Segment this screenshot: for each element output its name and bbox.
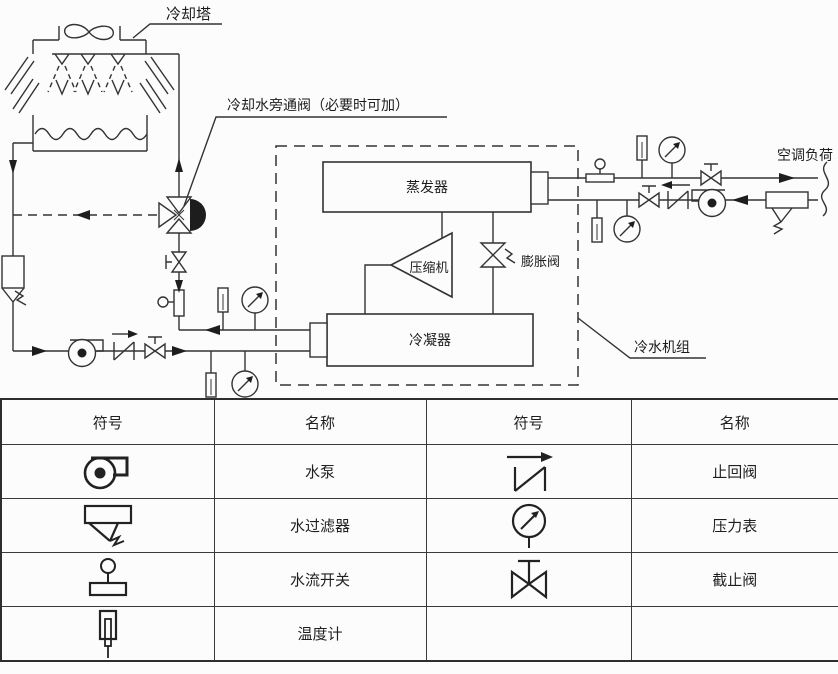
- legend-header-name-right: 名称: [630, 398, 838, 445]
- legend-symbol-cell: [0, 552, 215, 607]
- legend-symbol-cell-empty: [425, 606, 632, 662]
- water-pump-icon: [83, 456, 129, 489]
- legend-name-cell: 截止阀: [630, 552, 838, 607]
- stop-valve-icon: [144, 336, 166, 360]
- flow-arrows: [9, 158, 795, 356]
- water-filter-icon: [1, 255, 27, 306]
- legend-header-row: 符号 名称 符号 名称: [0, 398, 838, 445]
- legend-symbol-cell: [0, 606, 215, 662]
- legend-table: 符号 名称 符号 名称 水泵 止回阀: [0, 398, 838, 662]
- legend-name-cell: 止回阀: [630, 444, 838, 499]
- check-valve-icon: [661, 181, 690, 210]
- expansion-valve-icon: [479, 212, 516, 314]
- chiller-unit-leader: [577, 317, 706, 359]
- cooling-tower-label: 冷却塔: [166, 6, 211, 23]
- stop-valve-icon: [165, 251, 188, 273]
- chiller-unit-label: 冷水机组: [634, 339, 690, 355]
- legend-symbol-cell: [425, 552, 632, 607]
- cooling-tower: [4, 23, 179, 152]
- legend-row-filter-gauge: 水过滤器 压力表: [0, 498, 838, 553]
- bypass-valve-leader: [183, 116, 447, 207]
- evaporator-label: 蒸发器: [406, 179, 448, 195]
- thermometer-icon: [217, 287, 229, 330]
- legend-symbol-cell: [0, 444, 215, 499]
- condenser-label: 冷凝器: [409, 332, 451, 348]
- legend-name-cell: 水流开关: [213, 552, 427, 607]
- stop-valve-icon: [700, 163, 722, 187]
- tower-louvers: [4, 56, 175, 114]
- thermometer-icon: [636, 135, 648, 178]
- thermometer-icon: [205, 351, 217, 398]
- pressure-gauge-icon: [658, 136, 686, 178]
- valve-actuator: [190, 199, 206, 231]
- legend-symbol-cell: [425, 444, 632, 499]
- legend-header-symbol-right: 符号: [425, 398, 632, 445]
- flow-switch-icon: [585, 158, 615, 183]
- legend-header-name-left: 名称: [213, 398, 427, 445]
- compressor-label: 压缩机: [409, 260, 448, 275]
- pressure-gauge-icon: [511, 503, 546, 548]
- compressor-icon: [364, 212, 453, 314]
- check-valve-icon: [506, 451, 553, 492]
- chiller-unit-boundary: [275, 145, 579, 386]
- thermometer-icon: [591, 200, 603, 243]
- legend-name-cell: 温度计: [213, 606, 427, 662]
- stop-valve-icon: [638, 185, 660, 209]
- three-way-valve-icon: [158, 196, 206, 234]
- spray-nozzles: [47, 53, 133, 96]
- evaporator-box: [322, 161, 549, 213]
- pressure-gauge-icon: [613, 200, 641, 243]
- pressure-gauge-icon: [231, 351, 259, 398]
- pipe-break-symbol: [820, 161, 830, 217]
- water-filter-icon: [83, 504, 132, 547]
- pressure-gauge-icon: [241, 286, 269, 330]
- legend-symbol-cell: [425, 498, 632, 553]
- legend-row-thermometer: 温度计: [0, 606, 838, 662]
- water-pump-icon: [691, 188, 727, 218]
- legend-name-cell: 压力表: [630, 498, 838, 553]
- legend-symbol-cell: [0, 498, 215, 553]
- legend-row-pump-checkvalve: 水泵 止回阀: [0, 444, 838, 499]
- thermometer-icon: [98, 609, 117, 658]
- water-filter-icon: [765, 191, 809, 235]
- flow-switch-icon: [88, 557, 127, 596]
- water-pump-icon: [67, 338, 104, 368]
- water-surface: [34, 127, 148, 141]
- stop-valve-icon: [510, 559, 547, 599]
- bypass-valve-label: 冷却水旁通阀（必要时可加）: [227, 97, 409, 113]
- legend-name-cell: 水泵: [213, 444, 427, 499]
- fan-icon: [64, 23, 114, 41]
- condenser-box: [309, 313, 534, 367]
- flow-switch-icon: [157, 289, 185, 317]
- legend-name-cell-empty: [630, 606, 838, 662]
- expansion-valve-label: 膨胀阀: [521, 254, 560, 269]
- check-valve-icon: [112, 330, 138, 361]
- cooling-tower-leader: [132, 23, 222, 39]
- piping-diagram: 冷却塔 冷却水旁通阀（必要时可加） 蒸发器 压缩机 冷凝器 膨胀阀 冷水机组 空…: [1, 6, 833, 398]
- ac-load-label: 空调负荷: [777, 147, 833, 163]
- legend-name-cell: 水过滤器: [213, 498, 427, 553]
- legend-header-symbol-left: 符号: [0, 398, 215, 445]
- legend-row-flowswitch-stopvalve: 水流开关 截止阀: [0, 552, 838, 607]
